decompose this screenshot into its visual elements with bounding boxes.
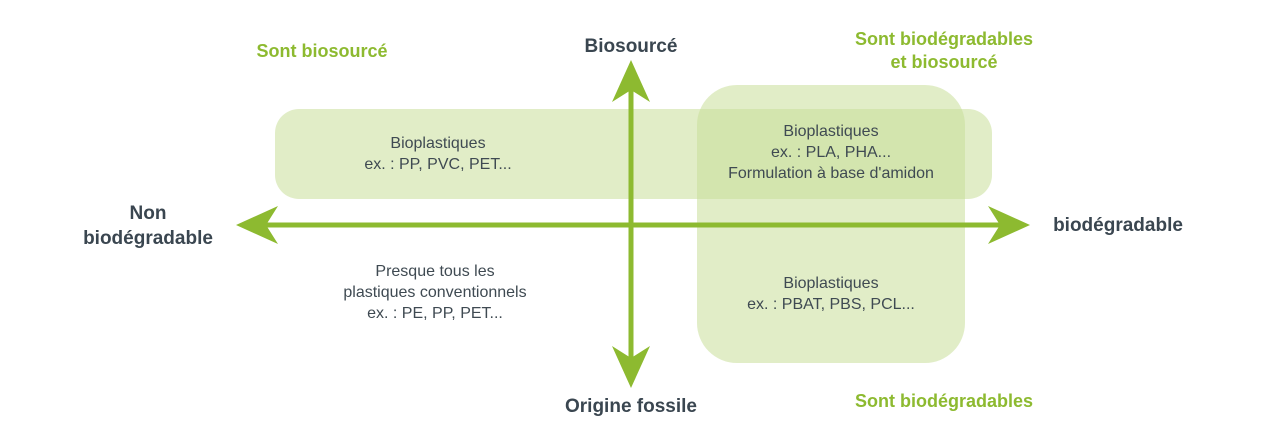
- axis-label-bottom: Origine fossile: [565, 396, 697, 417]
- axis-label-top: Biosourcé: [584, 36, 678, 57]
- category-label-biodegradable-and-biosourced: Sont biodégradables et biosourcé: [854, 29, 1034, 73]
- left-arrowhead: [236, 206, 278, 244]
- quadrant-top-left-text: Bioplastiques ex. : PP, PVC, PET...: [364, 135, 512, 173]
- axis-label-right: biodégradable: [1053, 215, 1183, 236]
- axis-label-left: Non biodégradable: [83, 203, 213, 249]
- category-label-biosourced: Sont biosourcé: [256, 41, 388, 61]
- quadrant-bottom-right-text: Bioplastiques ex. : PBAT, PBS, PCL...: [747, 275, 915, 313]
- bottom-arrowhead: [612, 346, 650, 388]
- top-arrowhead: [612, 60, 650, 102]
- quadrant-top-right-text: Bioplastiques ex. : PLA, PHA... Formulat…: [728, 123, 934, 182]
- right-arrowhead: [988, 206, 1030, 244]
- category-label-biodegradable: Sont biodégradables: [854, 391, 1034, 411]
- quadrant-bottom-left-text: Presque tous les plastiques conventionne…: [343, 263, 527, 322]
